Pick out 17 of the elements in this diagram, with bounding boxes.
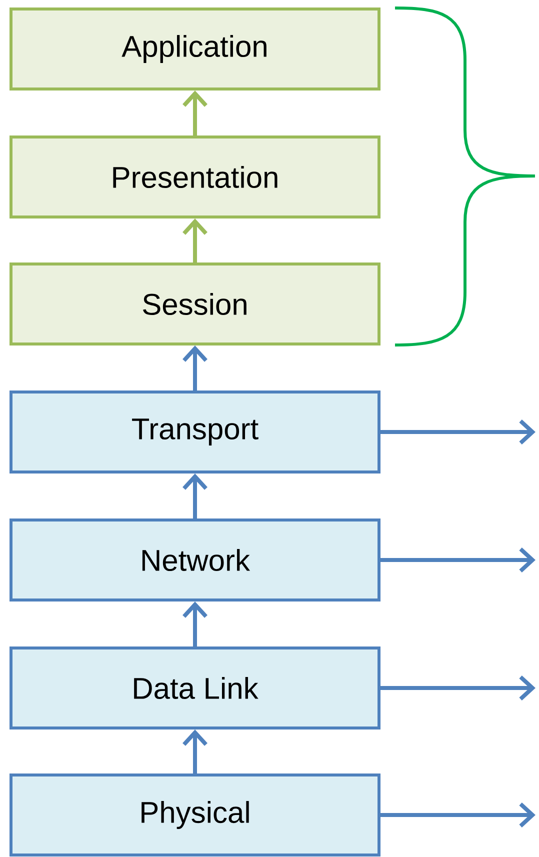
layer-box: Transport — [10, 390, 380, 474]
layer-box: Application — [10, 8, 380, 90]
arrow — [182, 474, 208, 518]
arrow — [182, 90, 208, 136]
arrow — [380, 802, 536, 828]
layer-box: Data Link — [10, 646, 380, 730]
arrow — [380, 676, 536, 700]
layer-box: Session — [10, 262, 380, 346]
arrow — [182, 346, 208, 390]
arrow — [182, 730, 208, 774]
arrow — [182, 218, 208, 262]
layer-box: Physical — [10, 774, 380, 856]
layer-box: Network — [10, 518, 380, 602]
arrow — [380, 548, 536, 572]
layer-box: Presentation — [10, 136, 380, 218]
arrow — [380, 420, 536, 444]
arrow — [182, 602, 208, 646]
